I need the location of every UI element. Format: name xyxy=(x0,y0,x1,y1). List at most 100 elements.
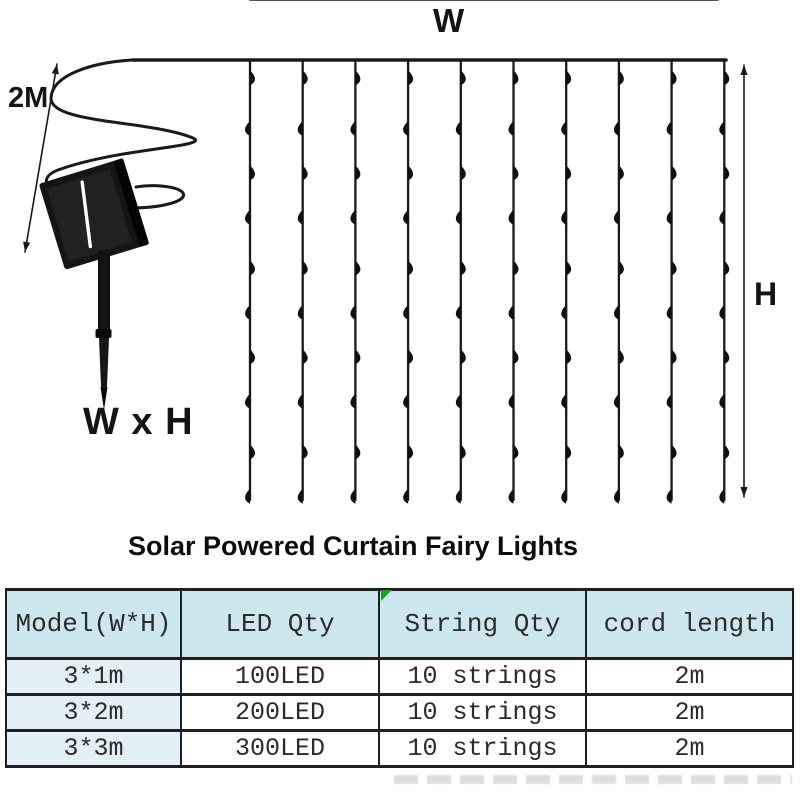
led-bulb xyxy=(719,393,725,409)
led-bulb xyxy=(513,165,519,181)
size-wxh-label: W x H xyxy=(83,401,194,443)
led-bulb xyxy=(508,209,514,225)
led-bulb xyxy=(566,444,572,460)
led-bulb xyxy=(350,304,356,320)
panel-reflection-stripe xyxy=(80,180,93,249)
led-bulb xyxy=(618,349,624,365)
led-bulb xyxy=(724,260,730,276)
spec-cell-0-1: 100LED xyxy=(180,657,380,696)
led-bulb xyxy=(245,393,250,409)
led-bulb xyxy=(250,165,255,181)
led-bulb xyxy=(566,70,572,86)
spec-cell-1-3: 2m xyxy=(585,693,794,732)
led-bulb xyxy=(666,121,672,136)
led-bulb xyxy=(403,121,409,136)
led-bulb xyxy=(460,70,466,86)
led-bulb xyxy=(561,488,567,504)
cell-error-marker-icon xyxy=(381,590,392,601)
led-bulb xyxy=(618,444,624,460)
led-bulb xyxy=(508,393,514,409)
led-bulb xyxy=(561,209,567,225)
led-bulb xyxy=(666,304,672,320)
led-bulb xyxy=(513,70,519,86)
spec-cell-1-2: 10 strings xyxy=(378,693,587,732)
led-bulb xyxy=(618,165,624,181)
led-bulb xyxy=(566,260,572,276)
led-bulb xyxy=(408,260,414,276)
led-bulb xyxy=(455,304,461,320)
led-bulb xyxy=(302,260,308,276)
led-bulb xyxy=(403,393,409,409)
led-bulb xyxy=(618,260,624,276)
led-bulb xyxy=(724,444,730,460)
width-label-text: W xyxy=(433,2,465,39)
led-bulb xyxy=(350,121,356,136)
led-bulb xyxy=(403,488,409,504)
led-bulb xyxy=(302,444,308,460)
led-bulb xyxy=(355,70,361,86)
led-bulb xyxy=(671,349,677,365)
led-bulb xyxy=(460,444,466,460)
led-bulb xyxy=(297,121,303,136)
spec-cell-2-3: 2m xyxy=(585,729,794,768)
led-bulb xyxy=(671,260,677,276)
height-dimension-label: H xyxy=(754,276,778,312)
spec-header-0: Model(W*H) xyxy=(5,588,182,660)
spec-cell-2-1: 300LED xyxy=(180,729,380,768)
led-bulb xyxy=(245,121,250,136)
led-bulb xyxy=(297,304,303,320)
led-bulb xyxy=(460,260,466,276)
led-bulb xyxy=(719,304,725,320)
curtain-diagram xyxy=(23,0,748,504)
led-bulb xyxy=(408,349,414,365)
led-bulb xyxy=(561,304,567,320)
led-bulb xyxy=(719,121,725,136)
led-bulb xyxy=(250,349,255,365)
led-bulb xyxy=(724,165,730,181)
led-bulb xyxy=(724,349,730,365)
spec-cell-1-0: 3*2m xyxy=(5,693,182,732)
led-bulb xyxy=(460,349,466,365)
led-bulb xyxy=(250,444,255,460)
spec-cell-2-2: 10 strings xyxy=(378,729,587,768)
led-bulb xyxy=(250,260,255,276)
led-bulb xyxy=(566,165,572,181)
led-bulb xyxy=(355,349,361,365)
led-bulb xyxy=(355,444,361,460)
led-bulb xyxy=(350,488,356,504)
led-bulb xyxy=(666,488,672,504)
spec-header-1: LED Qty xyxy=(180,588,380,660)
spec-cell-2-0: 3*3m xyxy=(5,729,182,768)
led-bulb xyxy=(302,165,308,181)
led-bulb xyxy=(408,165,414,181)
led-bulb xyxy=(566,349,572,365)
led-bulb xyxy=(408,70,414,86)
led-bulb xyxy=(297,393,303,409)
led-bulb xyxy=(403,209,409,225)
solar-panel xyxy=(39,158,149,270)
led-bulb xyxy=(613,304,619,320)
stake-lower xyxy=(99,338,109,387)
solar-panel-face xyxy=(46,169,132,262)
led-bulb xyxy=(460,165,466,181)
spec-cell-0-3: 2m xyxy=(585,657,794,696)
watermark-artifact xyxy=(394,775,792,784)
led-bulb xyxy=(666,393,672,409)
led-bulb xyxy=(302,70,308,86)
cord-length-arrow-head xyxy=(23,241,31,252)
product-title: Solar Powered Curtain Fairy Lights xyxy=(127,531,579,561)
led-bulb xyxy=(719,488,725,504)
led-bulb xyxy=(355,260,361,276)
led-bulb xyxy=(671,444,677,460)
stake-tip xyxy=(100,387,108,410)
height-arrow-head xyxy=(740,65,748,75)
led-bulb xyxy=(408,444,414,460)
cord-length-label: 2M xyxy=(8,82,49,114)
cord-length-arrow-head xyxy=(51,64,59,75)
